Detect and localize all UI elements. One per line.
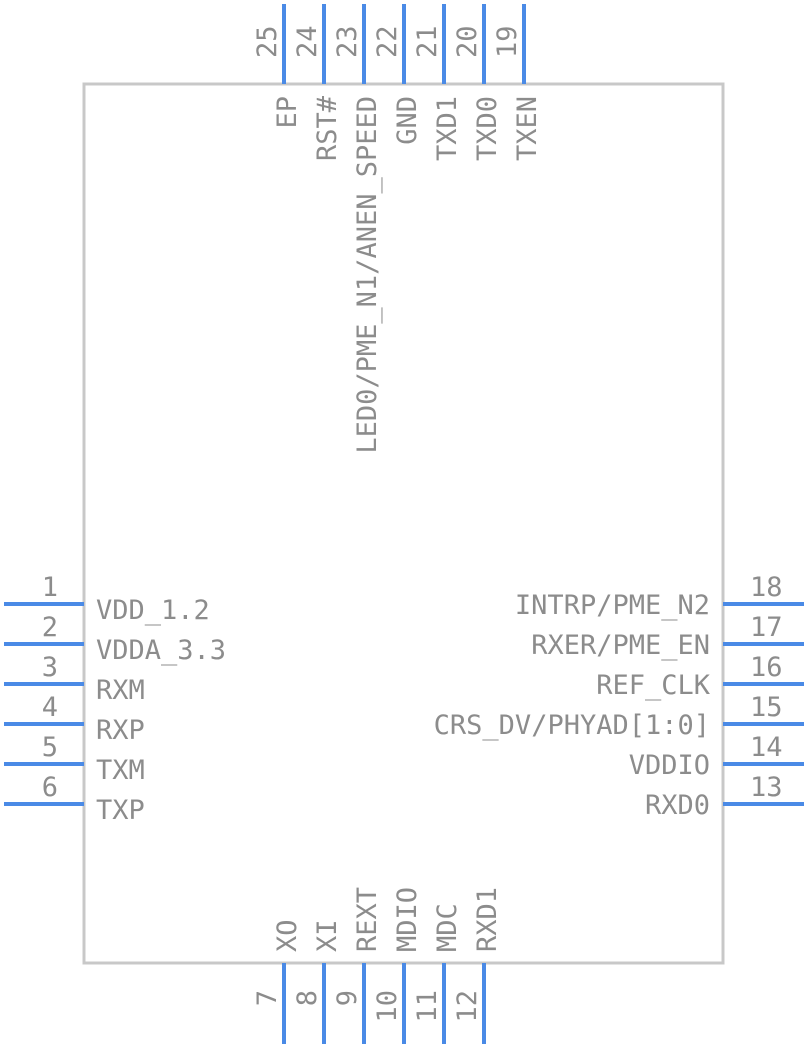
pin-9-number: 9: [332, 990, 363, 1006]
pin-20-label: TXD0: [472, 96, 503, 161]
pin-12-number: 12: [452, 990, 483, 1023]
pin-7-label: XO: [272, 919, 303, 952]
pin-17-number: 17: [750, 612, 783, 643]
pin-2-label: VDDA_3.3: [96, 635, 226, 666]
pin-19-number: 19: [492, 25, 523, 58]
pin-6-number: 6: [42, 772, 58, 803]
pin-2-number: 2: [42, 612, 58, 643]
pin-21-label: TXD1: [432, 96, 463, 161]
pin-10-label: MDIO: [392, 887, 423, 952]
pin-14-number: 14: [750, 732, 783, 763]
pin-19-label: TXEN: [512, 96, 543, 161]
pin-1-label: VDD_1.2: [96, 595, 210, 626]
pin-22-label: GND: [392, 96, 423, 145]
pin-17-label: RXER/PME_EN: [531, 630, 710, 661]
pin-24-label: RST#: [312, 95, 343, 161]
pin-11-label: MDC: [432, 903, 463, 952]
pin-18-label: INTRP/PME_N2: [515, 590, 710, 621]
pin-23-label: LED0/PME_N1/ANEN_SPEED: [352, 96, 383, 454]
pin-25-label: EP: [272, 96, 303, 129]
pin-8-number: 8: [292, 990, 323, 1006]
pin-16-label: REF_CLK: [596, 670, 711, 701]
pin-9-label: REXT: [352, 887, 383, 952]
pin-3-number: 3: [42, 652, 58, 683]
pin-24-number: 24: [292, 25, 323, 58]
component-body: [82, 82, 725, 965]
pin-5-label: TXM: [96, 755, 145, 786]
pin-1-number: 1: [42, 572, 58, 603]
pin-13-label: RXD0: [645, 790, 710, 821]
pin-8-label: XI: [312, 919, 343, 952]
pin-11-number: 11: [412, 990, 443, 1023]
pin-10-number: 10: [372, 990, 403, 1023]
pin-7-number: 7: [252, 990, 283, 1006]
pin-4-number: 4: [42, 692, 58, 723]
pin-6-label: TXP: [96, 795, 145, 826]
pin-15-label: CRS_DV/PHYAD[1:0]: [434, 710, 710, 741]
pin-15-number: 15: [750, 692, 783, 723]
pin-13-number: 13: [750, 772, 783, 803]
pin-12-label: RXD1: [472, 887, 503, 952]
pin-14-label: VDDIO: [629, 750, 710, 781]
pin-20-number: 20: [452, 25, 483, 58]
pin-3-label: RXM: [96, 675, 145, 706]
pin-22-number: 22: [372, 25, 403, 58]
pin-25-number: 25: [252, 25, 283, 58]
pin-5-number: 5: [42, 732, 58, 763]
pin-16-number: 16: [750, 652, 783, 683]
pin-23-number: 23: [332, 25, 363, 58]
pin-18-number: 18: [750, 572, 783, 603]
pin-4-label: RXP: [96, 715, 145, 746]
pin-21-number: 21: [412, 25, 443, 58]
